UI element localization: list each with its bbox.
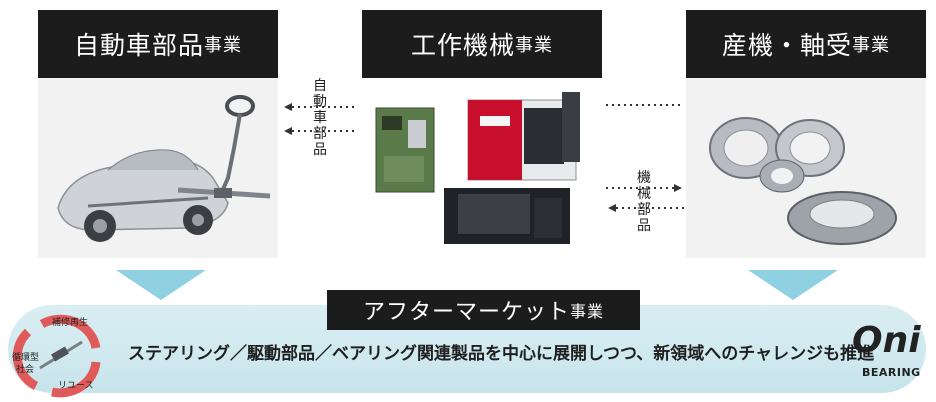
panel-machine-tools-title: 工作機械	[410, 31, 515, 60]
connector-label-machine-parts: 機械部品	[637, 170, 651, 234]
panel-bearings-header: 産機・軸受事業	[686, 10, 926, 78]
arrowhead-right-icon	[674, 184, 682, 192]
bearings-illustration	[686, 78, 926, 258]
aftermarket-description: ステアリング／駆動部品／ベアリング関連製品を中心に展開しつつ、新領域へのチャレン…	[128, 344, 875, 364]
aftermarket-title: アフターマーケット	[362, 300, 570, 325]
cycle-label-left-2: 社会	[16, 365, 35, 375]
machine-tools-illustration	[362, 78, 602, 258]
machine-tools-image	[375, 92, 580, 244]
arrowhead-left-icon	[284, 127, 292, 135]
panel-automotive-title: 自動車部品	[73, 31, 204, 60]
down-triangle-right-icon	[748, 270, 838, 300]
panel-automotive-header: 自動車部品事業	[38, 10, 278, 78]
oni-bearing-logo: Oni BEARING	[852, 320, 936, 390]
aftermarket-suffix: 事業	[570, 302, 605, 321]
right-connector-arrows	[606, 104, 684, 212]
panel-automotive: 自動車部品事業	[38, 10, 278, 258]
panel-machine-tools-header: 工作機械事業	[362, 10, 602, 78]
logo-sub: BEARING	[862, 366, 921, 379]
arrowhead-left-icon	[608, 204, 616, 212]
aftermarket-title-box: アフターマーケット事業	[327, 290, 640, 330]
panel-bearings-suffix: 事業	[852, 35, 890, 56]
down-triangle-left-icon	[116, 270, 206, 300]
recycle-cycle-icon	[12, 314, 101, 398]
cycle-label-top: 補修再生	[52, 318, 89, 328]
bearings-image	[709, 117, 897, 245]
panel-bearings: 産機・軸受事業	[686, 10, 926, 258]
panel-machine-tools-suffix: 事業	[515, 35, 553, 56]
car-chassis-image	[57, 95, 271, 242]
logo-word: Oni	[852, 320, 921, 361]
panel-bearings-title: 産機・軸受	[721, 31, 852, 60]
cycle-label-left-1: 循環型	[12, 353, 40, 363]
connector-label-automotive: 自動車部品	[313, 78, 327, 158]
cycle-label-bottom: リユース	[58, 381, 94, 391]
automotive-illustration	[38, 78, 278, 258]
left-connector-arrows	[284, 103, 354, 135]
panel-automotive-suffix: 事業	[204, 35, 242, 56]
arrowhead-left-icon	[284, 103, 292, 111]
panel-machine-tools: 工作機械事業	[362, 10, 602, 258]
